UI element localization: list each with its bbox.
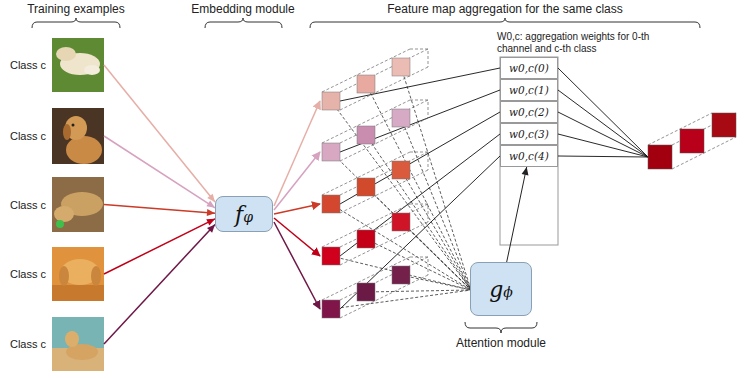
arrowhead: [207, 209, 215, 216]
section-heading: Attention module: [456, 336, 546, 350]
feature-map-stack: [322, 204, 428, 265]
arrowhead: [206, 219, 215, 226]
connector-line: [104, 65, 215, 202]
embedding-module: fφ: [215, 196, 273, 232]
connector-line: [104, 224, 215, 344]
connector-line: [104, 136, 215, 208]
weight-cell: w0,c(2): [500, 101, 558, 123]
connector: [104, 65, 215, 202]
connector: [104, 224, 215, 344]
weight-column: [500, 57, 558, 245]
class-label: Class c: [10, 199, 46, 211]
class-label: Class c: [10, 338, 46, 350]
attention-input-line: [331, 67, 471, 309]
weight-label: w0,c(0): [509, 62, 549, 74]
training-image: [52, 177, 104, 232]
training-example: Class c: [52, 317, 104, 371]
connector: [104, 136, 215, 208]
class-label: Class c: [10, 268, 46, 280]
feature-map-stack: [322, 49, 428, 110]
training-example: Class c: [52, 108, 104, 164]
arrowhead: [522, 167, 529, 176]
training-example: Class c: [52, 38, 104, 92]
arrowhead: [207, 194, 215, 202]
weight-cell: w0,c(3): [500, 123, 558, 145]
connector-line: [507, 167, 527, 262]
weight-cell: w0,c(0): [500, 57, 558, 79]
connector: [104, 219, 215, 274]
section-heading: Training examples: [27, 2, 125, 16]
class-label: Class c: [10, 130, 46, 142]
annotation: W0,c: aggregation weights for 0-th chann…: [497, 31, 657, 55]
module-symbol: gϕ: [489, 277, 513, 302]
class-label: Class c: [10, 59, 46, 71]
aggregated-feature-map: [648, 113, 736, 169]
arrowhead: [207, 224, 215, 232]
section-heading: Embedding module: [191, 2, 294, 16]
weight-cell: w0,c(4): [500, 145, 558, 167]
arrowhead: [206, 200, 215, 207]
weight-label: w0,c(3): [509, 128, 549, 140]
connector: [104, 205, 215, 217]
training-image: [52, 317, 104, 371]
training-image: [52, 247, 104, 301]
embedding-arrow: [274, 101, 320, 309]
bracket: [32, 18, 700, 333]
weight-cell: w0,c(1): [500, 79, 558, 101]
connector-line: [104, 205, 215, 214]
training-image: [52, 38, 104, 92]
weight-label: w0,c(4): [509, 150, 549, 162]
attention-module: gϕ: [470, 262, 532, 316]
connector-line: [104, 219, 215, 274]
module-symbol: fφ: [235, 202, 253, 227]
connector: [507, 167, 529, 262]
weight-label: w0,c(1): [509, 84, 549, 96]
weight-label: w0,c(2): [509, 106, 549, 118]
training-example: Class c: [52, 177, 104, 232]
training-image: [52, 108, 104, 164]
training-example: Class c: [52, 247, 104, 301]
feature-map-stack: [322, 257, 428, 318]
section-heading: Feature map aggregation for the same cla…: [387, 2, 622, 16]
